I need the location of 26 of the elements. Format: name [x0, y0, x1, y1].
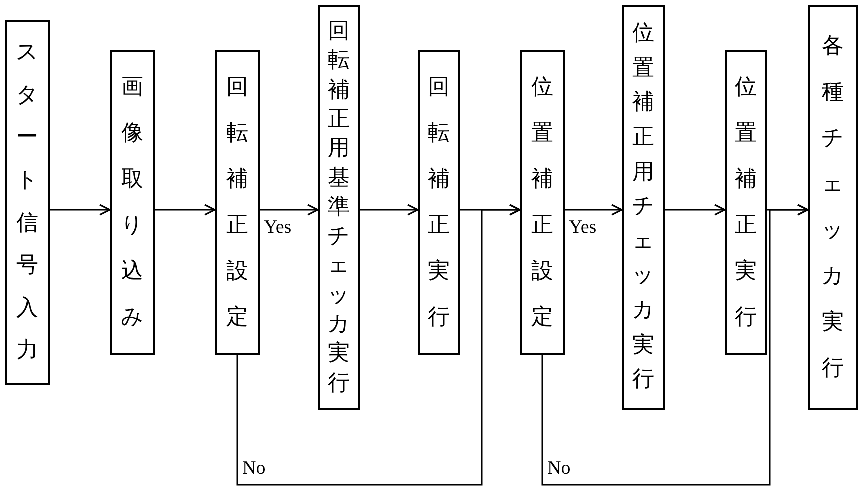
arrow — [665, 204, 726, 216]
process-box — [215, 50, 260, 355]
box-text: 回転補正設定 — [226, 74, 250, 332]
process-box — [520, 50, 565, 355]
process-box — [622, 5, 665, 410]
arrow — [542, 204, 809, 486]
arrow — [565, 204, 623, 216]
arrow — [50, 204, 111, 216]
box-text: 回転補正実行 — [427, 74, 451, 332]
process-box — [808, 5, 858, 410]
box-text: 画像取り込み — [120, 74, 144, 332]
process-box — [725, 50, 767, 355]
process-box — [110, 50, 155, 355]
box-text: 位置補正実行 — [734, 74, 758, 332]
process-box — [318, 5, 360, 410]
box-text: 位置補正用チェッカ実行 — [632, 20, 656, 394]
arrow — [155, 204, 216, 216]
process-box — [418, 50, 460, 355]
arrow — [260, 204, 319, 216]
process-box — [5, 20, 50, 385]
box-text: 位置補正設定 — [530, 74, 554, 332]
box-text: 回転補正用基準チェッカ実行 — [327, 18, 351, 398]
box-text: 各種チェッカ実行 — [821, 32, 845, 382]
arrow — [236, 204, 521, 486]
arrow — [360, 204, 419, 216]
box-text: スタート信号入力 — [16, 39, 40, 366]
